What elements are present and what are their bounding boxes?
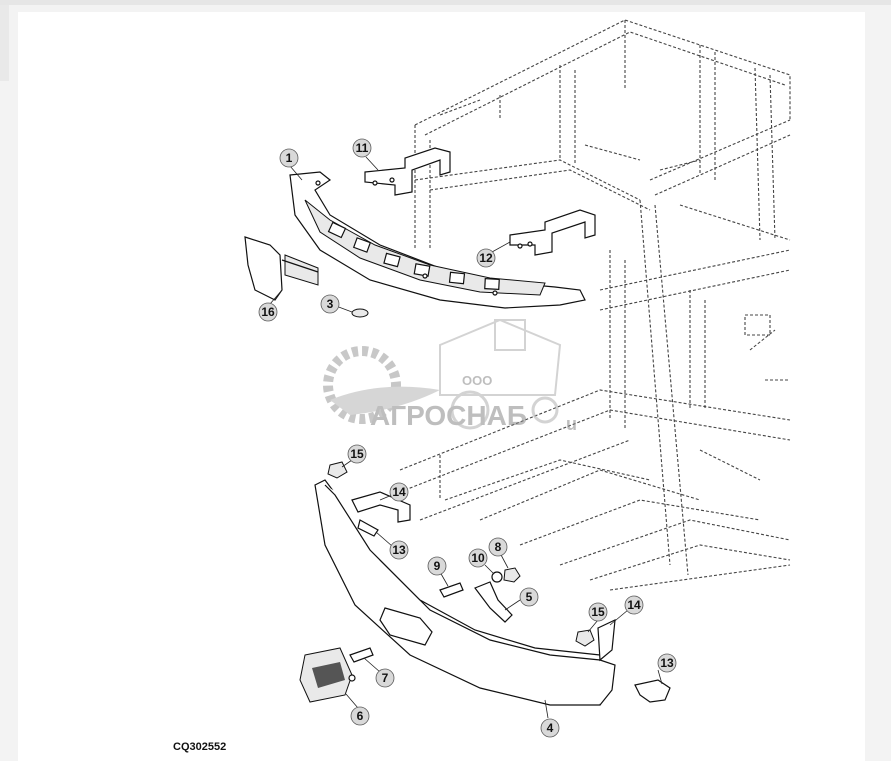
- svg-text:16: 16: [261, 305, 275, 319]
- svg-text:8: 8: [495, 540, 502, 554]
- callout-13-upper: 13: [389, 540, 409, 560]
- svg-text:10: 10: [471, 551, 485, 565]
- callout-10: 10: [468, 548, 488, 568]
- watermark-prefix: ООО: [462, 373, 492, 388]
- callout-12: 12: [476, 248, 496, 268]
- svg-text:1: 1: [286, 151, 293, 165]
- callout-6: 6: [350, 706, 370, 726]
- svg-text:6: 6: [357, 709, 364, 723]
- svg-text:9: 9: [434, 559, 441, 573]
- svg-text:15: 15: [591, 605, 605, 619]
- svg-text:13: 13: [392, 543, 406, 557]
- side-screen-16: [244, 236, 319, 301]
- svg-text:14: 14: [392, 485, 406, 499]
- callout-8: 8: [488, 537, 508, 557]
- bracket-11: [364, 147, 451, 196]
- watermark-suffix: u: [566, 414, 577, 434]
- upper-grille-bar: [289, 171, 586, 309]
- emblem-6: [299, 647, 356, 703]
- nut-3: [351, 308, 369, 318]
- callout-11: 11: [352, 138, 372, 158]
- svg-text:15: 15: [350, 447, 364, 461]
- callout-13-lower: 13: [657, 653, 677, 673]
- svg-text:12: 12: [479, 251, 493, 265]
- callout-3: 3: [320, 294, 340, 314]
- svg-text:5: 5: [526, 590, 533, 604]
- bracket-12: [509, 209, 596, 256]
- callout-1: 1: [279, 148, 299, 168]
- callout-4: 4: [540, 718, 560, 738]
- cab-frame: [399, 19, 791, 591]
- watermark-name: АГРОСНАБ: [370, 400, 527, 431]
- svg-text:3: 3: [327, 297, 334, 311]
- callout-15-lower: 15: [588, 602, 608, 622]
- callouts: 1 11 12 16 3 15: [258, 138, 677, 738]
- callout-14-upper: 14: [389, 482, 409, 502]
- callout-15-upper: 15: [347, 444, 367, 464]
- svg-text:13: 13: [660, 656, 674, 670]
- top-border: [0, 0, 891, 5]
- callout-9: 9: [427, 556, 447, 576]
- watermark-logo: ООО АГРОСНАБ u: [323, 318, 577, 434]
- svg-text:11: 11: [356, 141, 369, 155]
- callout-14-lower: 14: [624, 595, 644, 615]
- svg-text:7: 7: [382, 671, 389, 685]
- callout-5: 5: [519, 587, 539, 607]
- callout-7: 7: [375, 668, 395, 688]
- callout-16: 16: [258, 302, 278, 322]
- figure-code: CQ302552: [173, 741, 227, 753]
- svg-text:14: 14: [627, 598, 641, 612]
- left-edge-tab: [0, 5, 9, 81]
- svg-text:4: 4: [547, 721, 554, 735]
- lower-bumper: [314, 479, 616, 706]
